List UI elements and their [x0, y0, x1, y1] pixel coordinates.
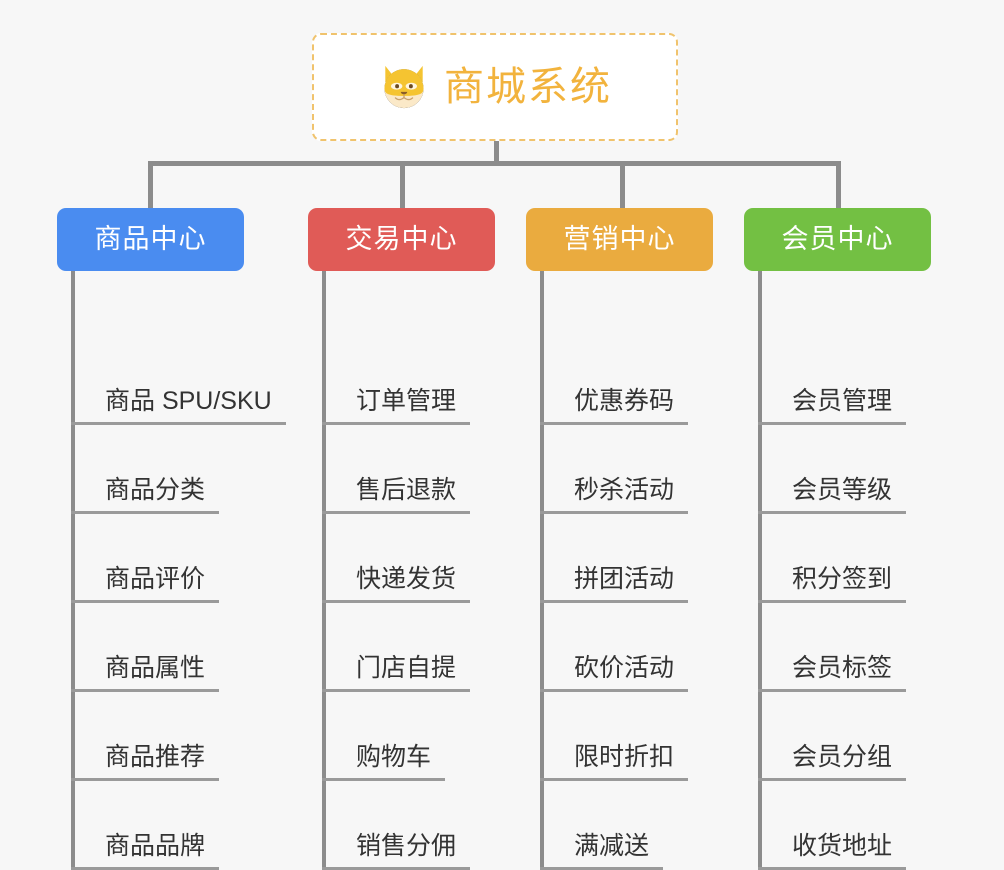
leaf-item[interactable]: 商品分类	[71, 425, 220, 514]
leaf-item-label: 会员分组	[758, 743, 907, 781]
leaf-item[interactable]: 拼团活动	[540, 514, 689, 603]
leaf-item[interactable]: 会员等级	[758, 425, 907, 514]
connector-drop-4	[836, 161, 841, 211]
leaf-item[interactable]: 商品属性	[71, 603, 220, 692]
leaf-item[interactable]: 收货地址	[758, 781, 907, 870]
leaf-item-label: 优惠券码	[540, 387, 689, 425]
leaf-item-label: 售后退款	[322, 476, 471, 514]
root-node-content: 商城系统	[378, 61, 612, 113]
connector-drop-2	[400, 161, 405, 211]
leaf-item-label: 拼团活动	[540, 565, 689, 603]
leaf-item[interactable]: 砍价活动	[540, 603, 689, 692]
connector-root-stem	[494, 141, 499, 163]
leaf-item-label: 购物车	[322, 743, 446, 781]
leaf-item-label: 门店自提	[322, 654, 471, 692]
leaf-item[interactable]: 售后退款	[322, 425, 471, 514]
leaf-item[interactable]: 会员分组	[758, 692, 907, 781]
column-spine	[322, 271, 326, 870]
connector-horizontal-bus	[148, 161, 841, 166]
category-label: 会员中心	[781, 224, 894, 254]
leaf-item-label: 砍价活动	[540, 654, 689, 692]
leaf-item-label: 会员标签	[758, 654, 907, 692]
leaf-item-label: 商品推荐	[71, 743, 220, 781]
leaf-item-label: 快递发货	[322, 565, 471, 603]
category-label: 营销中心	[563, 224, 676, 254]
diagram-canvas: 商城系统 商品中心 交易中心 营销中心 会员中心 商品 SPU/SKU 商品分类商…	[57, 33, 931, 870]
leaf-item-label: 商品品牌	[71, 832, 220, 870]
leaf-item-label: 商品 SPU/SKU	[71, 387, 286, 425]
category-label: 交易中心	[345, 224, 458, 254]
leaf-item[interactable]: 秒杀活动	[540, 425, 689, 514]
connector-drop-3	[620, 161, 625, 211]
column-spine	[758, 271, 762, 870]
column-spine	[540, 271, 544, 870]
category-box-product[interactable]: 商品中心	[57, 208, 244, 271]
connector-drop-1	[148, 161, 153, 211]
leaf-item-label: 满减送	[540, 832, 664, 870]
leaf-item-label: 销售分佣	[322, 832, 471, 870]
leaf-item-label: 收货地址	[758, 832, 907, 870]
leaf-item-label: 会员管理	[758, 387, 907, 425]
leaf-item[interactable]: 会员标签	[758, 603, 907, 692]
leaf-item[interactable]: 限时折扣	[540, 692, 689, 781]
leaf-item[interactable]: 购物车	[322, 692, 446, 781]
leaf-item[interactable]: 门店自提	[322, 603, 471, 692]
category-label: 商品中心	[94, 224, 207, 254]
leaf-item[interactable]: 积分签到	[758, 514, 907, 603]
leaf-item[interactable]: 会员管理	[758, 336, 907, 425]
leaf-item[interactable]: 快递发货	[322, 514, 471, 603]
leaf-item[interactable]: 商品推荐	[71, 692, 220, 781]
category-box-member[interactable]: 会员中心	[744, 208, 931, 271]
root-node-label: 商城系统	[444, 65, 612, 109]
leaf-item-label: 限时折扣	[540, 743, 689, 781]
leaf-item-label: 积分签到	[758, 565, 907, 603]
leaf-item[interactable]: 商品评价	[71, 514, 220, 603]
leaf-item[interactable]: 满减送	[540, 781, 664, 870]
root-node[interactable]: 商城系统	[312, 33, 678, 141]
leaf-item-label: 商品分类	[71, 476, 220, 514]
shiba-dog-emoji-icon	[384, 65, 424, 109]
leaf-item-label: 会员等级	[758, 476, 907, 514]
leaf-item-label: 订单管理	[322, 387, 471, 425]
category-box-marketing[interactable]: 营销中心	[526, 208, 713, 271]
leaf-item[interactable]: 商品品牌	[71, 781, 220, 870]
category-box-trade[interactable]: 交易中心	[308, 208, 495, 271]
leaf-item-label: 秒杀活动	[540, 476, 689, 514]
leaf-item-label: 商品属性	[71, 654, 220, 692]
leaf-item[interactable]: 商品 SPU/SKU	[71, 336, 286, 425]
column-spine	[71, 271, 75, 870]
leaf-item[interactable]: 销售分佣	[322, 781, 471, 870]
leaf-item[interactable]: 优惠券码	[540, 336, 689, 425]
leaf-item[interactable]: 订单管理	[322, 336, 471, 425]
leaf-item-label: 商品评价	[71, 565, 220, 603]
